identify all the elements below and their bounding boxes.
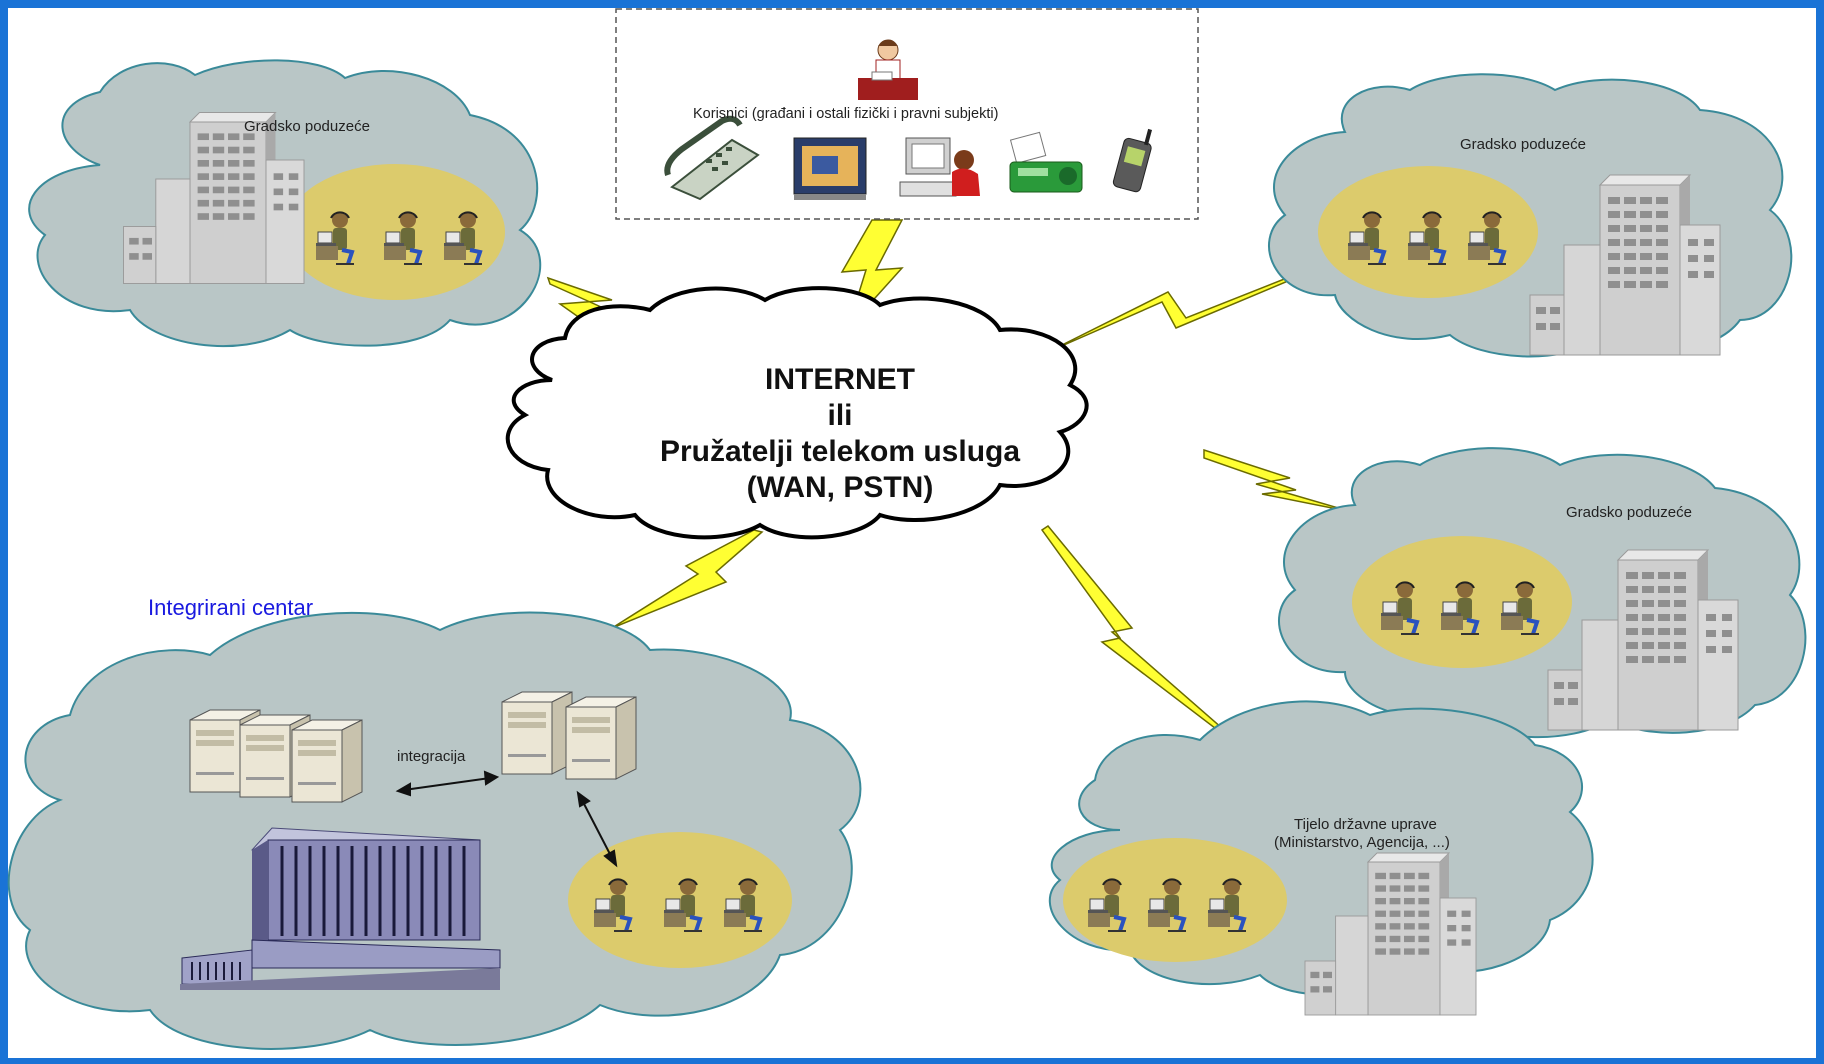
server-cluster-left [189,709,363,803]
internet-label-line4: (WAN, PSTN) [746,471,934,504]
internet-cloud-label: INTERNET ili Pružatelji telekom usluga (… [590,362,1090,506]
cloud-bottom-right-label-line2: (Ministarstvo, Agencija, ...) [1274,834,1450,851]
fax-icon [1009,131,1083,193]
internet-label-line3: Pružatelji telekom usluga [659,435,1021,468]
mobile-phone-icon [1112,128,1153,193]
link-bottom-right [1040,524,1271,771]
link-mid-right [1203,448,1353,513]
users-box [615,8,1199,220]
headquarters-building-icon [180,827,501,990]
server-cluster-right [501,691,637,780]
link-integrated [611,529,764,629]
internet-label-line1: INTERNET [765,363,915,396]
operator-at-desk-icon [858,39,918,100]
cloud-top-right [1268,73,1793,358]
cloud-mid-right [1278,447,1807,739]
cloud-integrated-center [7,611,862,1050]
cloud-top-left-label: Gradsko poduzeće [244,118,370,135]
cloud-top-right-label: Gradsko poduzeće [1460,136,1586,153]
cloud-bottom-right-label-line1: Tijelo državne uprave [1294,816,1437,833]
internet-cloud [505,286,1089,540]
cloud-top-left [28,59,542,348]
telephone-icon [664,115,760,201]
computer-screen-icon [793,137,867,200]
integrated-center-title: Integrirani centar [148,595,314,620]
cloud-mid-right-label: Gradsko poduzeće [1566,504,1692,521]
cloud-bottom-right [1048,700,1594,1016]
link-top-right [1047,270,1304,353]
cloud-shape [505,286,1089,540]
integration-label: integracija [397,748,466,765]
internet-label-line2: ili [827,399,853,432]
integration-arrows [395,770,618,868]
users-box-label: Korisnici (građani i ostali fizički i pr… [693,106,999,122]
pc-user-icon [899,137,980,197]
